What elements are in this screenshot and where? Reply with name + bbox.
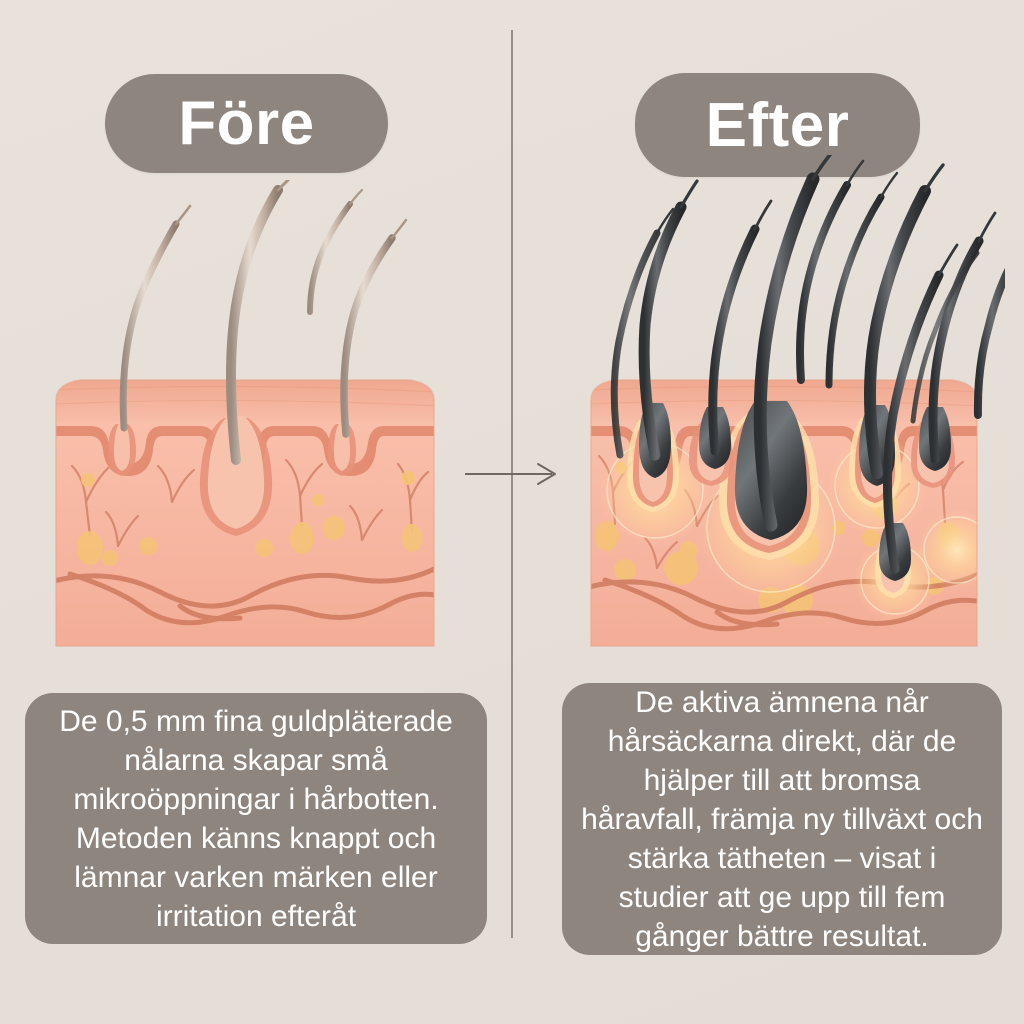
- after-badge: Efter: [635, 73, 920, 177]
- before-badge: Före: [105, 74, 388, 173]
- before-caption-text: De 0,5 mm fina guldpläterade nålarna ska…: [59, 704, 453, 933]
- hair-group-after: [610, 155, 1005, 581]
- after-caption-text: De aktiva ämnena når hårsäckarna direkt,…: [581, 685, 983, 953]
- before-after-arrow: [465, 463, 556, 485]
- panel-divider: [511, 30, 513, 938]
- skin-cross-section-before: [55, 379, 435, 647]
- before-caption-box: De 0,5 mm fina guldpläterade nålarna ska…: [25, 693, 487, 944]
- after-badge-label: Efter: [705, 90, 850, 160]
- before-badge-label: Före: [178, 89, 315, 158]
- after-caption-box: De aktiva ämnena når hårsäckarna direkt,…: [562, 683, 1002, 955]
- hair-group-before: [119, 180, 408, 465]
